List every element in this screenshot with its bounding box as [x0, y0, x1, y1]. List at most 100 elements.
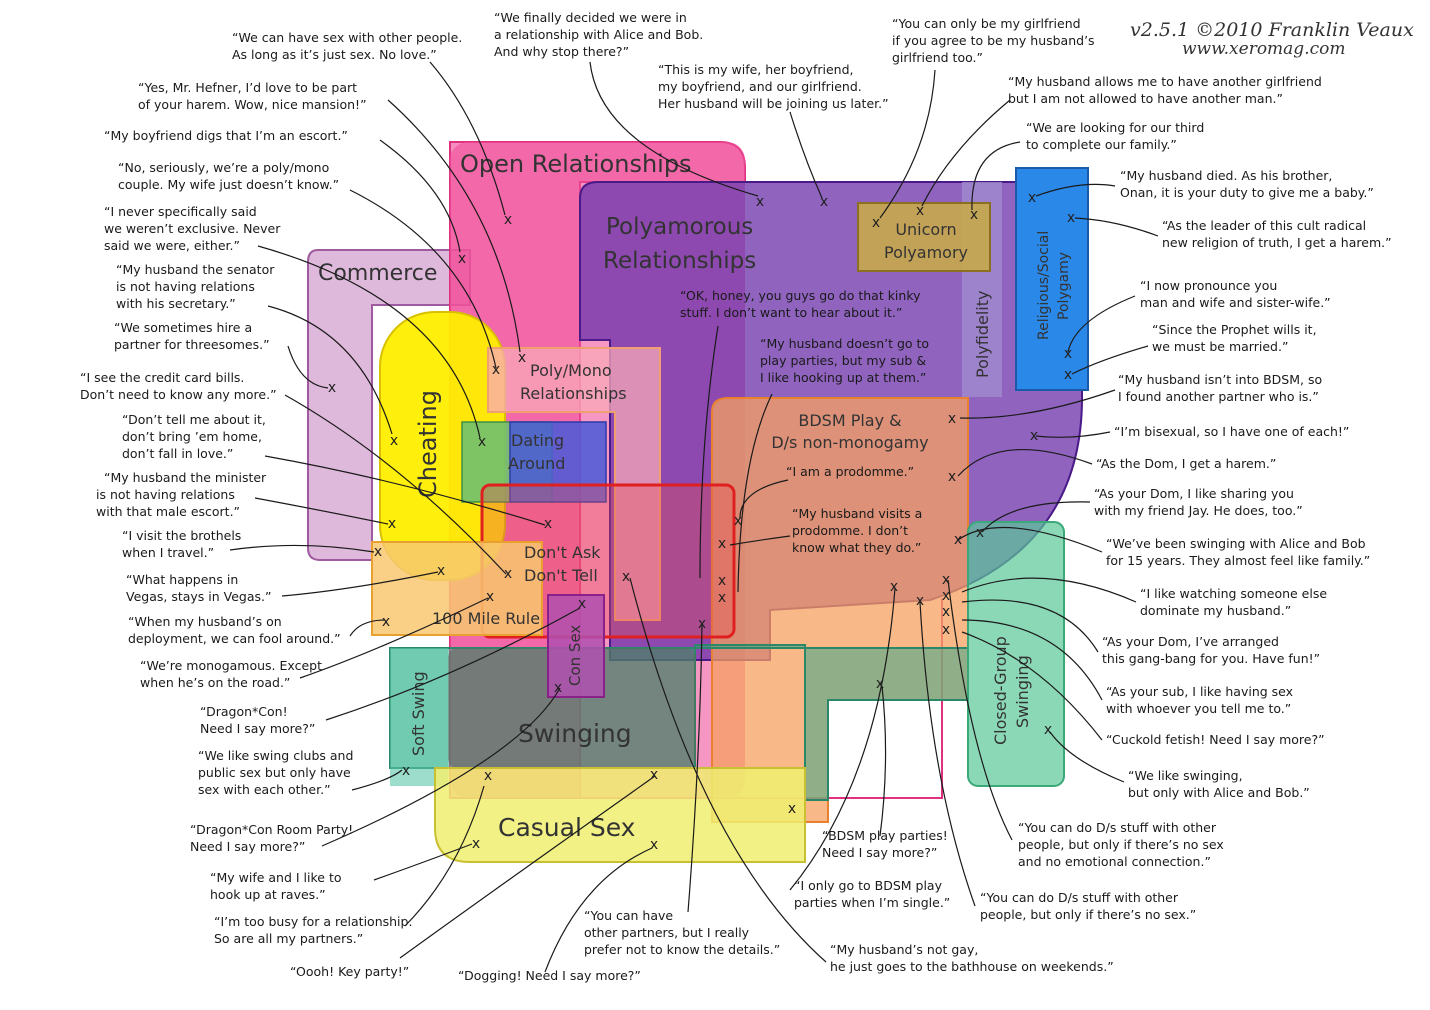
quote-29: “I’m too busy for a relationship.So are … — [214, 914, 412, 946]
x-mark: x — [486, 589, 494, 605]
label-commerce: Commerce — [318, 261, 437, 286]
arrow — [957, 449, 1093, 477]
arrow — [879, 685, 887, 837]
quote-24: “BDSM play parties!Need I say more?” — [822, 828, 948, 860]
x-mark: x — [1064, 367, 1072, 383]
region-religious — [1015, 167, 1089, 391]
label-bdsm-1: BDSM Play & — [798, 411, 901, 430]
x-mark: x — [948, 469, 956, 485]
x-mark: x — [820, 194, 828, 210]
region-dating-blue — [509, 421, 607, 503]
label-bdsm-2: D/s non-monogamy — [771, 433, 928, 452]
arrow — [589, 61, 759, 197]
x-mark: x — [382, 614, 390, 630]
x-mark: x — [472, 836, 480, 852]
arrow — [267, 305, 393, 435]
quote-33: “Dragon*Con!Need I say more?” — [200, 704, 315, 736]
x-mark: x — [1030, 428, 1038, 444]
arrow — [699, 325, 719, 579]
x-mark: x — [1028, 190, 1036, 206]
quote-1: “We can have sex with other people.As lo… — [232, 30, 462, 62]
arrow — [1049, 731, 1125, 783]
x-mark: x — [756, 194, 764, 210]
quote-12: “I’m bisexual, so I have one of each!” — [1114, 424, 1349, 439]
x-mark: x — [1067, 210, 1075, 226]
arrow — [789, 587, 896, 891]
x-mark: x — [970, 207, 978, 223]
arrow — [429, 61, 506, 216]
x-mark: x — [942, 622, 950, 638]
region-consex — [547, 594, 605, 698]
x-mark: x — [374, 544, 382, 560]
x-mark: x — [698, 616, 706, 632]
label-poly-2: Relationships — [603, 248, 756, 274]
arrow — [1071, 345, 1149, 375]
quote-3: “This is my wife, her boyfriend,my boyfr… — [658, 62, 889, 111]
arrow — [957, 526, 1103, 553]
arrow — [387, 99, 521, 353]
x-mark: x — [948, 411, 956, 427]
x-mark: x — [890, 579, 898, 595]
label-unicorn-1: Unicorn — [895, 220, 956, 239]
region-softswing — [390, 648, 448, 786]
x-mark: x — [492, 362, 500, 378]
region-casual — [434, 767, 806, 863]
label-dating-2: Around — [508, 454, 565, 473]
arrow — [351, 769, 403, 791]
arrow — [321, 687, 561, 847]
arrow — [629, 577, 827, 963]
arrow — [229, 544, 375, 553]
x-mark: x — [942, 588, 950, 604]
quote-27: “Dogging! Need I say more?” — [458, 968, 641, 983]
region-unicorn — [857, 202, 991, 272]
quote-19: “Cuckold fetish! Need I say more?” — [1106, 732, 1325, 747]
arrow — [1035, 183, 1116, 197]
x-mark: x — [622, 569, 630, 585]
x-mark: x — [402, 763, 410, 779]
label-consex: Con Sex — [566, 625, 584, 686]
arrow — [961, 631, 1103, 741]
label-open: Open Relationships — [460, 150, 692, 178]
x-mark: x — [718, 590, 726, 606]
quote-39: “Don’t tell me about it,don’t bring ’em … — [122, 412, 266, 461]
region-closed — [967, 521, 1065, 787]
label-dating-1: Dating — [511, 431, 564, 450]
x-mark: x — [916, 593, 924, 609]
x-mark: x — [954, 532, 962, 548]
x-mark: x — [650, 837, 658, 853]
x-mark: x — [718, 573, 726, 589]
region-commerce — [307, 249, 471, 561]
label-cheating: Cheating — [414, 390, 442, 498]
arrow — [299, 597, 489, 679]
x-mark: x — [1044, 722, 1052, 738]
quote-5: “My husband allows me to have another gi… — [1008, 74, 1322, 106]
quote-31: “Dragon*Con Room Party!Need I say more?” — [190, 822, 353, 854]
arrow — [264, 455, 546, 526]
x-mark: x — [872, 215, 880, 231]
arrow — [281, 571, 439, 597]
region-swinging-dark — [448, 648, 696, 768]
quote-28: “Oooh! Key party!” — [290, 964, 409, 979]
